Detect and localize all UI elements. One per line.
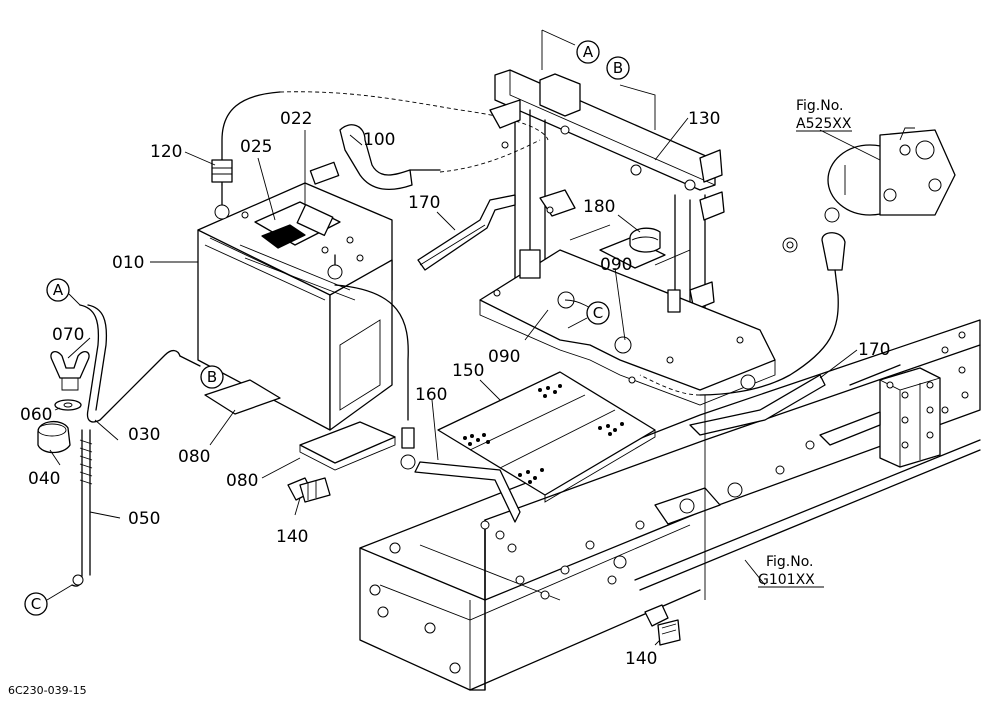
fig-ref-g101xx: Fig.No. G101XX [758,554,824,588]
starter-cable [639,207,846,396]
label-090-b: 090 [600,255,632,275]
svg-text:A: A [53,281,64,299]
rubber-pad-150 [437,371,656,503]
ref-b-left: B [200,365,224,389]
label-170-b: 170 [858,340,890,360]
holddown-rod-050 [71,429,93,587]
wingnut-070 [50,351,90,391]
clamp-180 [629,227,661,253]
svg-text:B: B [207,368,217,386]
battery-pad-080-b [299,421,396,471]
footer-code: 6C230-039-15 [8,684,87,697]
svg-text:G101XX: G101XX [758,572,815,588]
ref-a-left: A [46,278,81,306]
label-180: 180 [583,197,615,217]
label-140-a: 140 [276,527,308,547]
svg-text:A525XX: A525XX [796,116,852,132]
label-022: 022 [280,109,312,129]
svg-text:Fig.No.: Fig.No. [796,98,844,114]
ref-c-left: C [24,584,73,616]
bolt-140-lower [644,604,681,646]
starter-motor [827,127,956,216]
svg-text:C: C [31,595,41,613]
label-120: 120 [150,142,182,162]
svg-text:Fig.No.: Fig.No. [766,554,814,570]
leader-lines [49,117,881,646]
strip-170-right [689,374,826,436]
label-150: 150 [452,361,484,381]
strip-170-left [417,194,516,271]
ref-a-top: A [576,40,600,64]
svg-text:A: A [583,43,594,61]
label-050: 050 [128,509,160,529]
label-070: 070 [52,325,84,345]
label-060: 060 [20,405,52,425]
label-100: 100 [363,130,395,150]
label-080-a: 080 [178,447,210,467]
holddown-rod-030 [79,304,201,423]
label-130: 130 [688,109,720,129]
washer-060 [54,399,82,411]
ground-cable [334,284,416,470]
nut-040 [37,421,71,454]
battery-pad-080-a [204,379,281,415]
fig-ref-a525xx: Fig.No. A525XX [796,98,852,132]
chassis-frame [359,319,981,691]
ref-c-mid: C [567,301,610,329]
cable-100 [309,124,541,191]
label-040: 040 [28,469,60,489]
bolt-140-upper [287,477,331,503]
svg-text:B: B [613,59,623,77]
strip-160 [414,461,521,523]
label-010: 010 [112,253,144,273]
label-170-a: 170 [408,193,440,213]
label-090-a: 090 [488,347,520,367]
battery-010 [197,182,393,431]
label-080-b: 080 [226,471,258,491]
ref-b-top: B [606,56,630,80]
label-160: 160 [415,385,447,405]
svg-text:C: C [593,304,603,322]
label-025: 025 [240,137,272,157]
battery-bracket-130 [479,69,776,406]
label-140-b: 140 [625,649,657,669]
label-030: 030 [128,425,160,445]
cable-120 [211,91,549,186]
